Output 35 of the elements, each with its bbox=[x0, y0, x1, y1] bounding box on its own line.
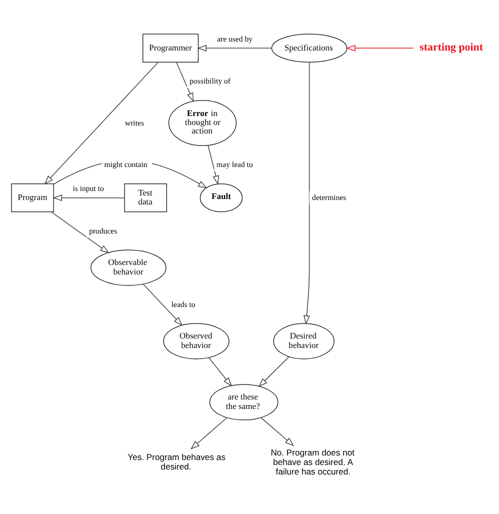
edge-label: is input to bbox=[72, 184, 104, 194]
edge-label: might contain bbox=[104, 160, 148, 170]
arrow bbox=[190, 417, 228, 450]
arrow bbox=[176, 62, 194, 102]
edge-label: produces bbox=[89, 226, 118, 236]
node-ellipse: Fault bbox=[200, 184, 243, 212]
node-box: Test data bbox=[124, 184, 167, 212]
node-text: starting point bbox=[420, 41, 483, 54]
edge-label: are used by bbox=[217, 34, 253, 44]
node-text: No. Program does not behave as desired. A failure has occured. bbox=[270, 448, 355, 476]
arrow bbox=[197, 44, 272, 52]
edge-label: possibility of bbox=[190, 76, 231, 86]
edge-label: may lead to bbox=[216, 160, 253, 170]
edge-label: leads to bbox=[171, 300, 196, 309]
arrow bbox=[260, 417, 294, 446]
node-ellipse: Observed behavior bbox=[163, 323, 230, 360]
node-ellipse: Error in thought or action bbox=[168, 100, 237, 146]
node-ellipse: Desired behavior bbox=[273, 323, 334, 360]
arrow bbox=[52, 194, 125, 202]
arrow bbox=[208, 357, 232, 387]
node-ellipse: Specifications bbox=[271, 34, 348, 62]
edge-label: determines bbox=[312, 193, 346, 202]
edge-label: writes bbox=[124, 118, 144, 128]
arrow bbox=[303, 62, 310, 325]
node-ellipse: are these the same? bbox=[209, 384, 278, 420]
arrow bbox=[346, 44, 414, 52]
arrow bbox=[142, 284, 183, 326]
node-text: Yes. Program behaves as desired. bbox=[128, 452, 226, 472]
node-ellipse: Observable behavior bbox=[90, 250, 166, 286]
arrow bbox=[44, 62, 158, 185]
arrow bbox=[258, 356, 290, 388]
node-box: Program bbox=[11, 184, 54, 212]
arrow bbox=[208, 144, 220, 186]
node-box: Programmer bbox=[142, 34, 199, 62]
arrow bbox=[50, 212, 110, 254]
